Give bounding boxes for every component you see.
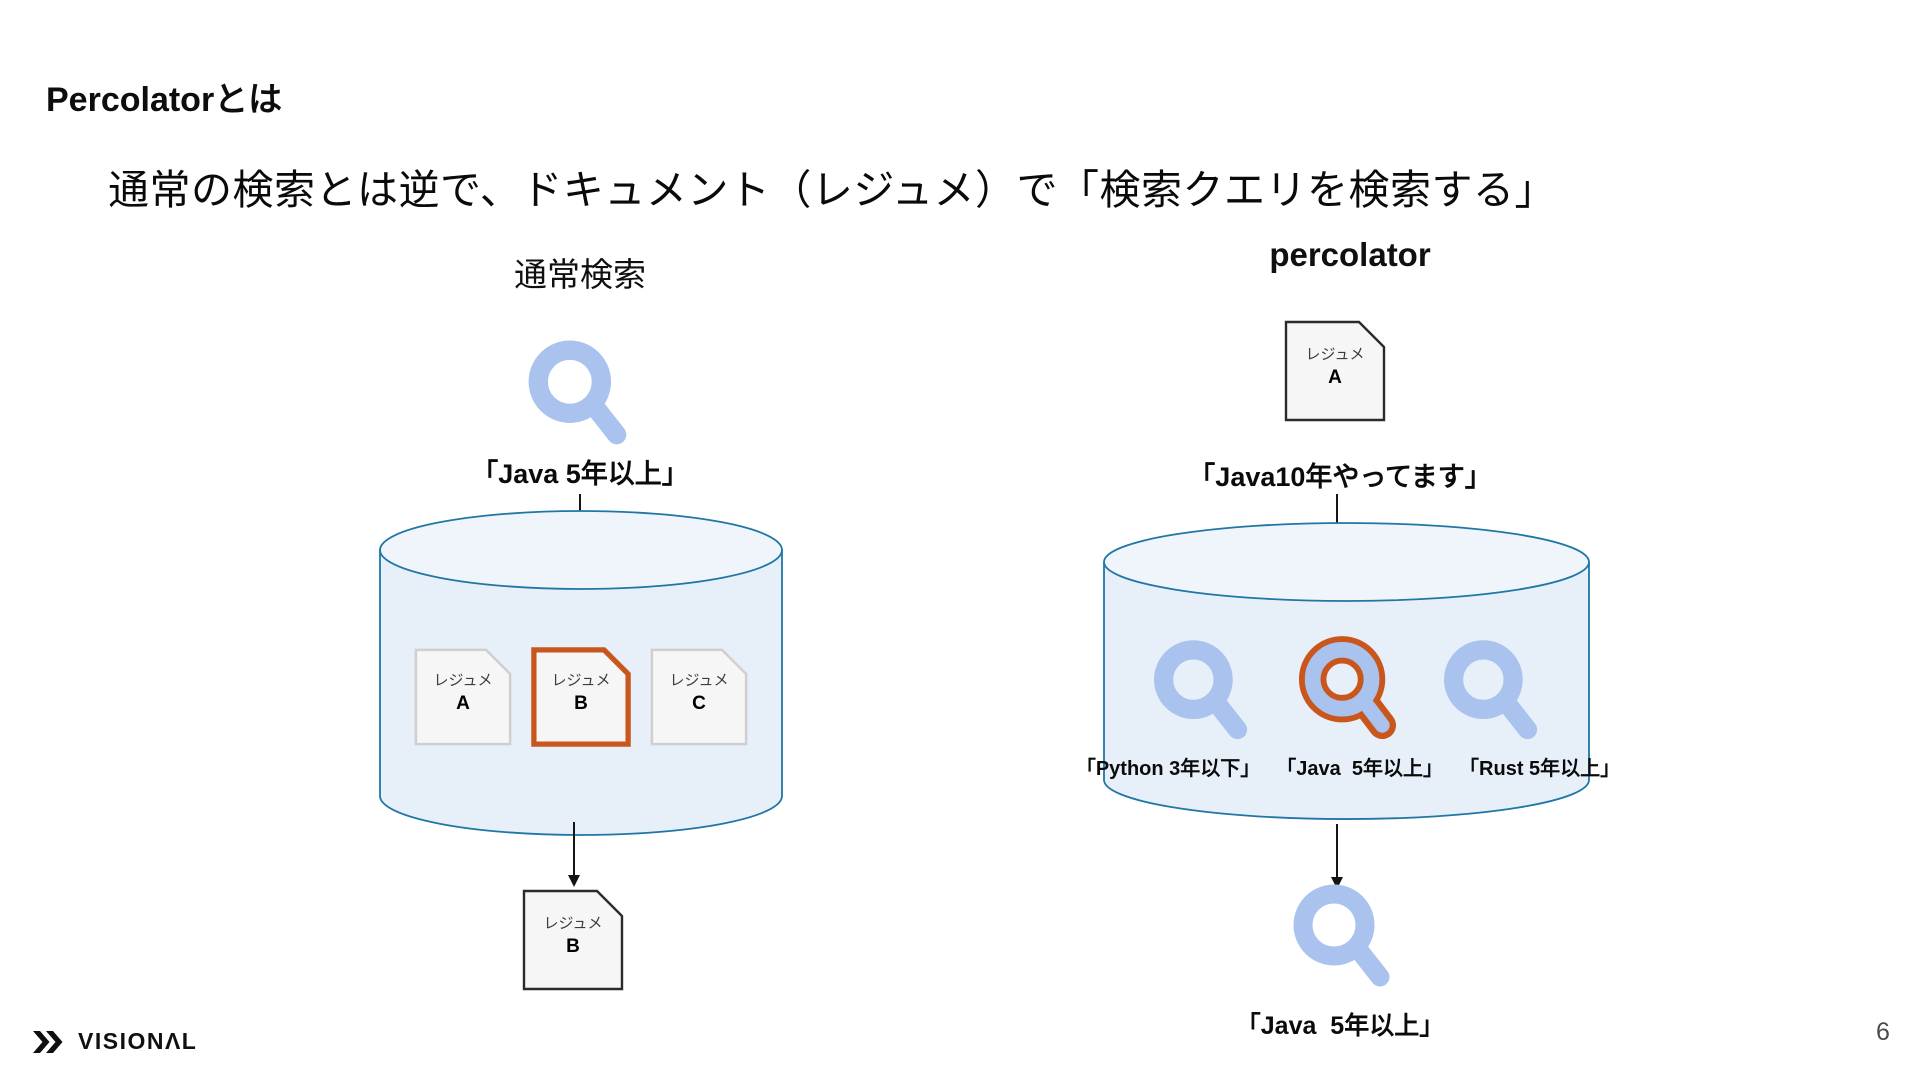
stored-documents-row: レジュメ A レジュメ B レジ (379, 645, 783, 749)
query-search-icon (1443, 640, 1537, 740)
document-letter: B (566, 936, 580, 958)
page-title: Percolatorとは (46, 81, 283, 119)
document-letter: C (692, 693, 706, 715)
input-document-resume-a: レジュメ A (1283, 319, 1387, 423)
document-letter: B (574, 693, 588, 715)
result-document-resume-b: レジュメ B (521, 888, 625, 992)
normal-search-query-label: 「Java 5年以上」 (471, 459, 689, 489)
search-icon (528, 340, 627, 445)
stored-query-label-matched: 「Java 5年以上」 (1276, 758, 1444, 780)
stored-query-label: 「Python 3年以下」 (1075, 758, 1261, 780)
document-resume-c: レジュメ C (649, 645, 749, 749)
stored-queries-row (1103, 634, 1590, 748)
logo-chevrons-icon (33, 1030, 63, 1053)
arrow-down-icon (1331, 824, 1343, 889)
document-resume-b-matched: レジュメ B (531, 645, 631, 749)
query-search-icon (1153, 640, 1247, 740)
normal-search-heading: 通常検索 (514, 256, 646, 293)
document-letter: A (456, 693, 470, 715)
document-kind: レジュメ (433, 672, 493, 689)
document-icon (522, 889, 624, 991)
visional-logo: VISIONΛL (33, 1028, 197, 1055)
stored-query-label: 「Rust 5年以上」 (1459, 758, 1621, 780)
stored-query-labels: 「Python 3年以下」 「Java 5年以上」 「Rust 5年以上」 (1075, 752, 1621, 781)
arrow-down-icon (568, 822, 580, 887)
page-number: 6 (1876, 1018, 1890, 1046)
document-icon (414, 648, 512, 746)
document-icon-highlighted (531, 647, 631, 747)
matched-query-search-icon (1298, 636, 1396, 740)
document-kind: レジュメ (543, 915, 603, 932)
percolator-result-label: 「Java 5年以上」 (1235, 1012, 1445, 1040)
query-index-cylinder (1103, 522, 1590, 820)
brand-name: VISIONΛL (78, 1028, 198, 1054)
document-letter: A (1328, 367, 1342, 389)
document-icon (650, 648, 748, 746)
document-resume-a: レジュメ A (413, 645, 513, 749)
percolator-heading: percolator (1269, 236, 1431, 273)
document-icon (1284, 320, 1386, 422)
slide-subtitle: 通常の検索とは逆で、ドキュメント（レジュメ）で「検索クエリを検索する」 (108, 167, 1556, 213)
result-search-icon (1293, 884, 1390, 987)
document-kind: レジュメ (669, 672, 729, 689)
document-kind: レジュメ (1305, 346, 1365, 363)
percolator-input-label: 「Java10年やってます」 (1188, 462, 1492, 492)
document-kind: レジュメ (551, 672, 611, 689)
